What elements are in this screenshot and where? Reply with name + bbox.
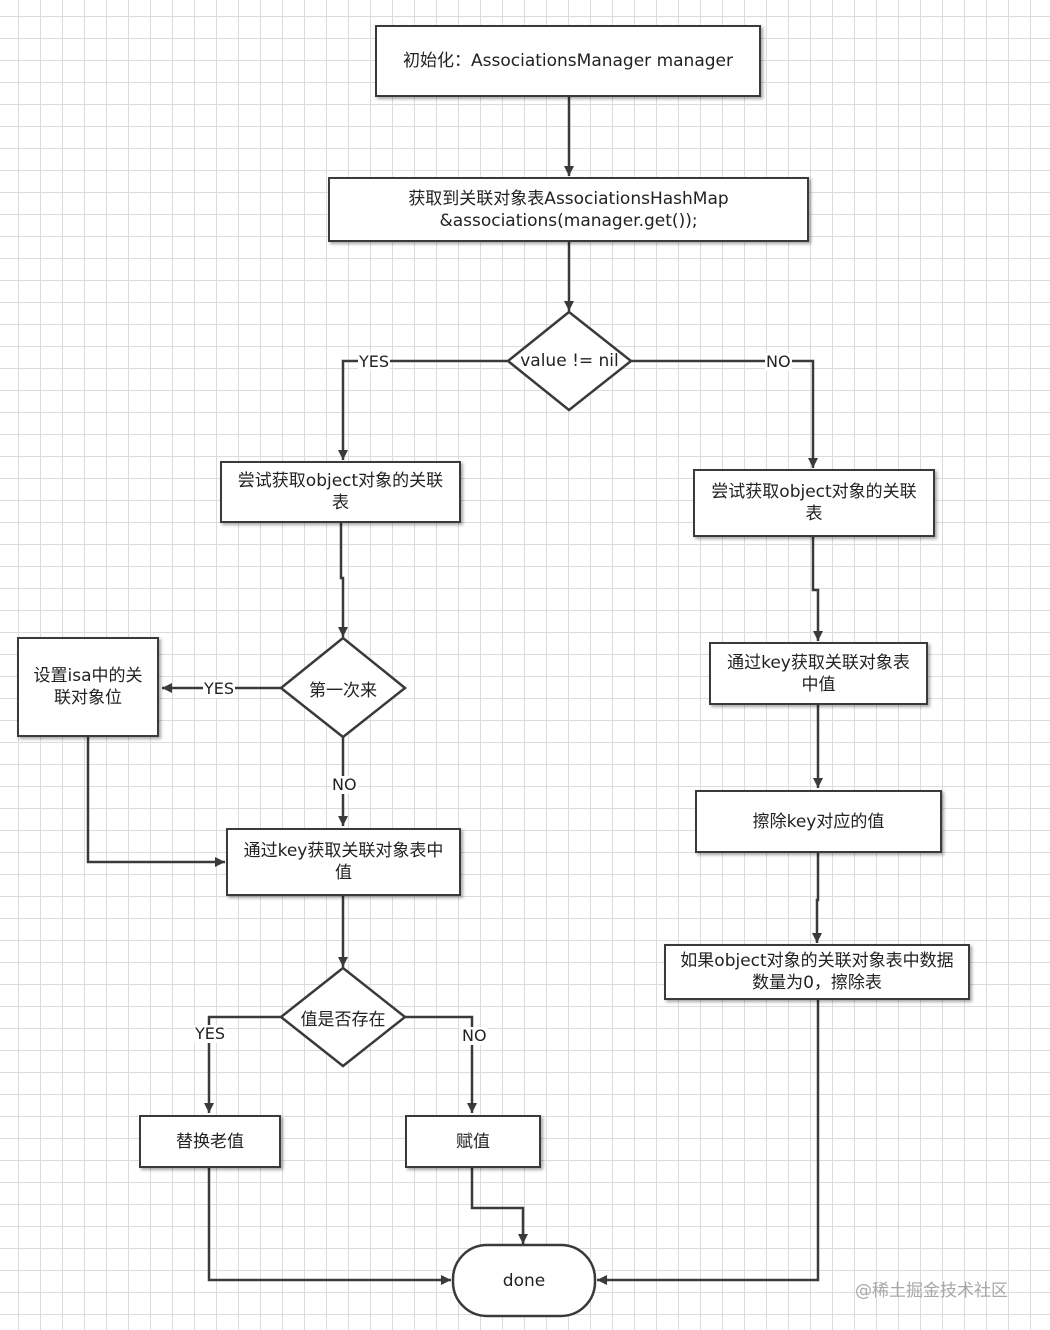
node-try-get-left: 尝试获取object对象的关联表 — [220, 461, 461, 523]
node-assign-label: 赋值 — [456, 1131, 490, 1152]
edge-erasetable-to-done — [597, 1000, 820, 1285]
edge-value-yes — [338, 359, 508, 460]
node-get-value-left: 通过key获取关联对象表中值 — [226, 828, 461, 896]
decision-value-check: value != nil — [508, 340, 631, 382]
node-erase-table-label: 如果object对象的关联对象表中数据数量为0，擦除表 — [680, 951, 954, 993]
edge-label-first-no: NO — [331, 775, 358, 794]
edge-assign-to-done — [470, 1168, 528, 1244]
decision-value-exists-shape — [278, 966, 408, 1068]
decision-first-time-label: 第一次来 — [309, 680, 377, 701]
decision-value-exists: 值是否存在 — [281, 996, 405, 1038]
terminator-done-shape — [451, 1243, 597, 1318]
node-get-map-line1: 获取到关联对象表AssociationsHashMap — [408, 188, 729, 209]
edge-replace-to-done — [207, 1168, 451, 1285]
node-get-value-right: 通过key获取关联对象表中值 — [709, 642, 928, 705]
node-try-get-right-label: 尝试获取object对象的关联表 — [711, 482, 917, 524]
node-get-map: 获取到关联对象表AssociationsHashMap &association… — [328, 177, 809, 242]
node-assign: 赋值 — [405, 1115, 541, 1168]
node-set-isa: 设置isa中的关联对象位 — [17, 637, 159, 737]
edge-label-value-yes: YES — [358, 352, 391, 371]
node-try-get-right: 尝试获取object对象的关联表 — [693, 469, 935, 537]
node-replace-old-label: 替换老值 — [176, 1131, 244, 1152]
decision-first-time-shape — [278, 636, 408, 739]
node-get-value-right-label: 通过key获取关联对象表中值 — [727, 652, 910, 695]
node-init: 初始化：AssociationsManager manager — [375, 25, 761, 97]
terminator-done-label: done — [502, 1270, 546, 1291]
edge-erasekey-to-erasetable — [812, 853, 822, 943]
edge-exists-no — [405, 1015, 477, 1113]
decision-first-time: 第一次来 — [281, 667, 405, 709]
decision-value-check-label: value != nil — [520, 351, 619, 371]
edge-setisa-to-getvalue — [86, 737, 225, 867]
edge-label-exists-no: NO — [461, 1026, 488, 1045]
terminator-done: done — [453, 1245, 595, 1316]
decision-value-check-shape — [506, 310, 634, 412]
edge-label-first-yes: YES — [203, 679, 236, 698]
node-try-get-left-label: 尝试获取object对象的关联表 — [237, 471, 444, 513]
edge-exists-yes — [204, 1015, 281, 1113]
node-get-map-line2: &associations(manager.get()); — [439, 210, 698, 231]
watermark: @稀土掘金技术社区 — [855, 1281, 1008, 1301]
node-replace-old: 替换老值 — [139, 1115, 281, 1168]
edge-value-no — [631, 359, 818, 468]
decision-value-exists-label: 值是否存在 — [300, 1009, 386, 1030]
node-erase-key: 擦除key对应的值 — [695, 790, 942, 853]
node-set-isa-label: 设置isa中的关联对象位 — [33, 666, 143, 708]
edge-trygetright-to-getvalue — [811, 537, 823, 641]
edge-trygetleft-to-first — [338, 523, 348, 637]
node-erase-key-label: 擦除key对应的值 — [752, 811, 885, 832]
edge-label-value-no: NO — [765, 352, 792, 371]
node-init-label: 初始化：AssociationsManager manager — [403, 51, 733, 71]
node-erase-table: 如果object对象的关联对象表中数据数量为0，擦除表 — [664, 944, 970, 1000]
edge-label-exists-yes: YES — [194, 1024, 227, 1043]
node-get-value-left-label: 通过key获取关联对象表中值 — [243, 841, 444, 883]
